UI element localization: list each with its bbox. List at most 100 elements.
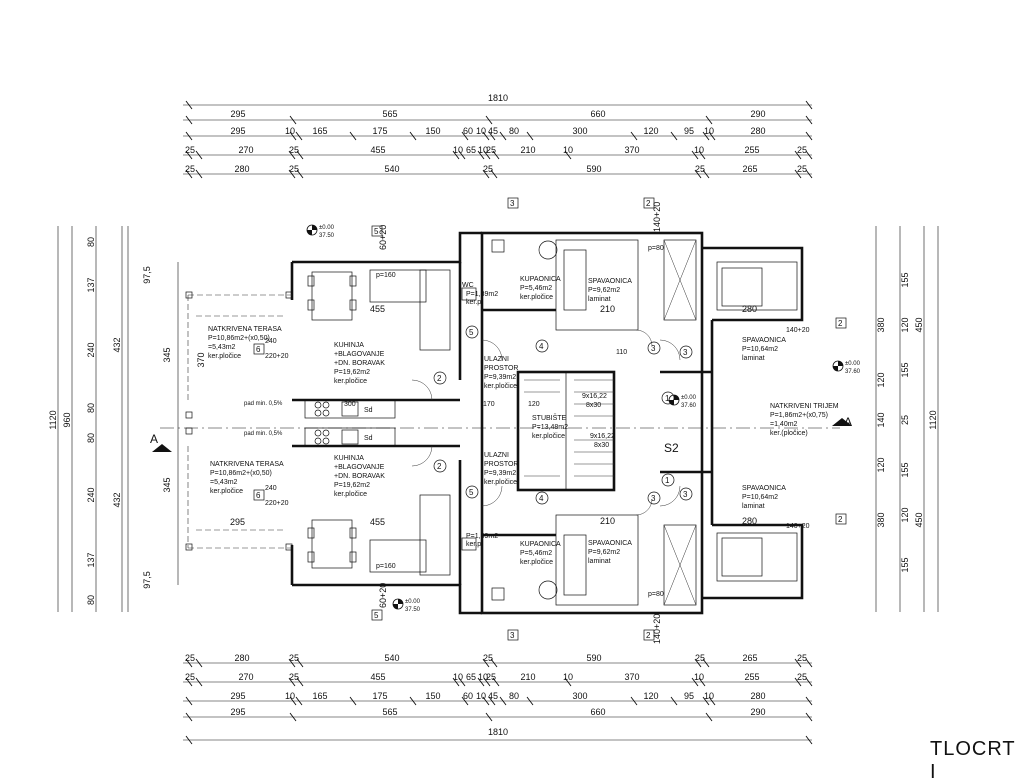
dim-right-b0: 380 — [876, 317, 886, 332]
dim-top-r3-11: 95 — [684, 126, 694, 136]
dim-right-c5: 120 — [900, 507, 910, 522]
svg-text:KUPAONICA: KUPAONICA — [520, 276, 561, 283]
dim-right-c2: 155 — [900, 362, 910, 377]
dim-bot-r4-2: 660 — [590, 707, 605, 717]
val-210-top: 210 — [600, 304, 615, 314]
room-bed1-top: SPAVAONICA P=9,62m2 laminat — [588, 278, 632, 303]
tag-circle-3-bottom: 3 — [647, 491, 661, 505]
svg-text:2: 2 — [646, 631, 651, 640]
tag-square-2-bottom: 2 — [643, 629, 655, 641]
level-marker-bottom: ±0.00 37.50 — [392, 598, 421, 613]
dim-top-r4-13: 25 — [797, 145, 807, 155]
furniture — [304, 239, 763, 601]
svg-text:P=1,89m2: P=1,89m2 — [466, 291, 498, 298]
svg-text:laminat: laminat — [742, 355, 765, 362]
dim-bot-r1-1: 280 — [234, 653, 249, 663]
val-160-bottom: p=160 — [376, 563, 396, 570]
val-60-top: 60+20 — [378, 225, 388, 250]
dim-top-r5-1: 280 — [234, 164, 249, 174]
svg-text:ker.pločice: ker.pločice — [208, 353, 241, 360]
dim-bot-r2-10: 370 — [624, 672, 639, 682]
dim-bot-r1-2: 25 — [289, 653, 299, 663]
dim-top-r5-0: 25 — [185, 164, 195, 174]
svg-text:NATKRIVENA TERASA: NATKRIVENA TERASA — [210, 461, 284, 468]
svg-text:4: 4 — [539, 342, 544, 351]
dim-top-r3-2: 165 — [312, 126, 327, 136]
svg-text:2: 2 — [838, 319, 843, 328]
dim-top-r3-6: 10 — [476, 126, 486, 136]
dim-right-c4: 155 — [900, 462, 910, 477]
level-right-a: ±0.00 — [845, 361, 861, 367]
dim-right-c3: 25 — [900, 415, 910, 425]
top-dimensions: 1810 295 565 660 290 295 10 165 175 150 … — [183, 93, 813, 179]
dim-right-a1: 450 — [914, 512, 924, 527]
dim-top-r5-2: 25 — [289, 164, 299, 174]
dim-top-r4-5: 65 — [466, 145, 476, 155]
dim-bot-r1-3: 540 — [384, 653, 399, 663]
tag-square-2-right-bottom: 2 — [835, 513, 847, 525]
room-bed2-top: SPAVAONICA P=10,64m2 laminat — [742, 337, 786, 362]
svg-text:ker.pločice: ker.pločice — [532, 433, 565, 440]
level-markers: ±0.00 37.50 ±0.00 37.60 ±0.00 37.50 ±0.0… — [306, 224, 861, 613]
svg-text:2: 2 — [437, 374, 442, 383]
dim-top-r5-8: 25 — [797, 164, 807, 174]
dim-right-a0: 450 — [914, 317, 924, 332]
dim-top-r4-6: 10 — [478, 145, 488, 155]
sd-top: Sd — [364, 407, 373, 414]
dim-right-b5: 120 — [876, 457, 886, 472]
tag-circle-4-top: 4 — [535, 339, 549, 353]
val-280-top: 280 — [742, 304, 757, 314]
dim-top-r4-7: 25 — [486, 145, 496, 155]
val-295: 295 — [230, 517, 245, 527]
dim-bot-r1-8: 25 — [797, 653, 807, 663]
tag-square-5-bottom: 5 — [371, 609, 383, 621]
svg-text:ker.pločice: ker.pločice — [484, 383, 517, 390]
val-455-bottom: 455 — [370, 517, 385, 527]
dim-bot-r3-9: 300 — [572, 691, 587, 701]
floor-plan-drawing: 1810 295 565 660 290 295 10 165 175 150 … — [48, 93, 939, 745]
dim-bot-r3-11: 95 — [684, 691, 694, 701]
val-140-right-bottom: 140+20 — [786, 523, 810, 530]
dim-top-r3-8: 80 — [509, 126, 519, 136]
dim-top-r2-3: 290 — [750, 109, 765, 119]
svg-text:PROSTOR: PROSTOR — [484, 461, 519, 468]
svg-text:+DN. BORAVAK: +DN. BORAVAK — [334, 473, 385, 480]
left-dimensions: 1120 960 80 137 240 80 80 240 137 80 432… — [48, 226, 206, 612]
dim-top-r3-10: 120 — [643, 126, 658, 136]
dim-top-r2-0: 295 — [230, 109, 245, 119]
svg-text:ULAZNI: ULAZNI — [484, 356, 509, 363]
dim-bot-r2-3: 455 — [370, 672, 385, 682]
dim-left-a7: 80 — [86, 595, 96, 605]
svg-text:1: 1 — [665, 394, 670, 403]
tag-square-3-top: 3 — [507, 197, 519, 209]
dim-left-a0: 80 — [86, 237, 96, 247]
svg-text:ker.pl: ker.pl — [466, 299, 483, 306]
svg-text:ULAZNI: ULAZNI — [484, 452, 509, 459]
svg-text:2: 2 — [437, 462, 442, 471]
dim-bot-r2-1: 270 — [238, 672, 253, 682]
val-80-bottom: p=80 — [648, 591, 664, 598]
tag-circle-5-top: 5 — [465, 325, 479, 339]
svg-text:KUHINJA: KUHINJA — [334, 455, 364, 462]
dim-bot-r2-9: 10 — [563, 672, 573, 682]
dim-top-r3-3: 175 — [372, 126, 387, 136]
svg-text:3: 3 — [510, 631, 515, 640]
room-kitchen-top: KUHINJA +BLAGOVANJE +DN. BORAVAK P=19,62… — [334, 342, 385, 385]
dim-right-b1: 120 — [876, 372, 886, 387]
svg-text:KUPAONICA: KUPAONICA — [520, 541, 561, 548]
terraces — [185, 291, 293, 551]
dim-bot-r1-5: 590 — [586, 653, 601, 663]
dim-bot-r1-4: 25 — [483, 653, 493, 663]
tag-circle-1-top: 1 — [661, 391, 675, 405]
section-mark-right: A — [844, 415, 852, 429]
dim-bot-total: 1810 — [488, 727, 508, 737]
room-bath-top: KUPAONICA P=5,46m2 ker.pločice — [520, 276, 561, 301]
dim-bot-r4-3: 290 — [750, 707, 765, 717]
stair-a: 9x16,22 — [582, 393, 607, 400]
dim-left-c2: 370 — [196, 352, 206, 367]
dim-left-c1: 345 — [162, 347, 172, 362]
svg-text:P=10,86m2+(x0,50): P=10,86m2+(x0,50) — [210, 470, 272, 477]
dim-bot-r2-0: 25 — [185, 672, 195, 682]
dim-top-r4-2: 25 — [289, 145, 299, 155]
svg-text:PROSTOR: PROSTOR — [484, 365, 519, 372]
